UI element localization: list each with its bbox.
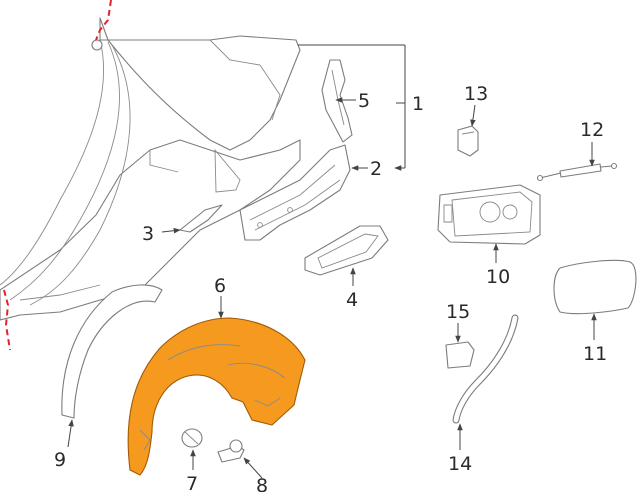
part-12-release-cable bbox=[536, 162, 618, 182]
part-4-pocket bbox=[304, 225, 389, 276]
leader-lines bbox=[67, 44, 597, 479]
callout-1: 1 bbox=[412, 93, 424, 115]
callout-6: 6 bbox=[214, 275, 226, 297]
callout-11: 11 bbox=[583, 343, 607, 365]
callout-7: 7 bbox=[186, 473, 198, 492]
callout-9: 9 bbox=[54, 449, 66, 471]
callout-12: 12 bbox=[580, 119, 604, 141]
part-9-arch-molding bbox=[61, 284, 163, 419]
callout-15: 15 bbox=[446, 301, 470, 323]
cut-line-top bbox=[95, 0, 112, 41]
part-8-push-pin bbox=[217, 439, 245, 463]
part-15-clip bbox=[445, 341, 475, 369]
callout-8: 8 bbox=[256, 475, 268, 492]
callout-4: 4 bbox=[346, 289, 358, 311]
callout-13: 13 bbox=[464, 83, 488, 105]
part-14-filler-hose bbox=[452, 314, 519, 424]
cut-line-bottom bbox=[3, 289, 11, 351]
callout-2: 2 bbox=[370, 158, 382, 180]
part-10-fuel-door-housing bbox=[437, 184, 541, 245]
part-3-piece bbox=[179, 204, 223, 233]
callout-3: 3 bbox=[142, 223, 154, 245]
callout-5: 5 bbox=[358, 90, 370, 112]
part-7-clip bbox=[181, 428, 203, 448]
part-6-fender-liner bbox=[127, 317, 306, 476]
part-2-inner-panel bbox=[239, 144, 351, 241]
callout-14: 14 bbox=[448, 453, 472, 475]
part-13-bracket bbox=[457, 125, 479, 157]
part-5-bracket bbox=[321, 59, 353, 143]
callout-10: 10 bbox=[486, 266, 510, 288]
quarter-panel bbox=[0, 17, 301, 321]
part-11-fuel-door bbox=[553, 259, 637, 315]
